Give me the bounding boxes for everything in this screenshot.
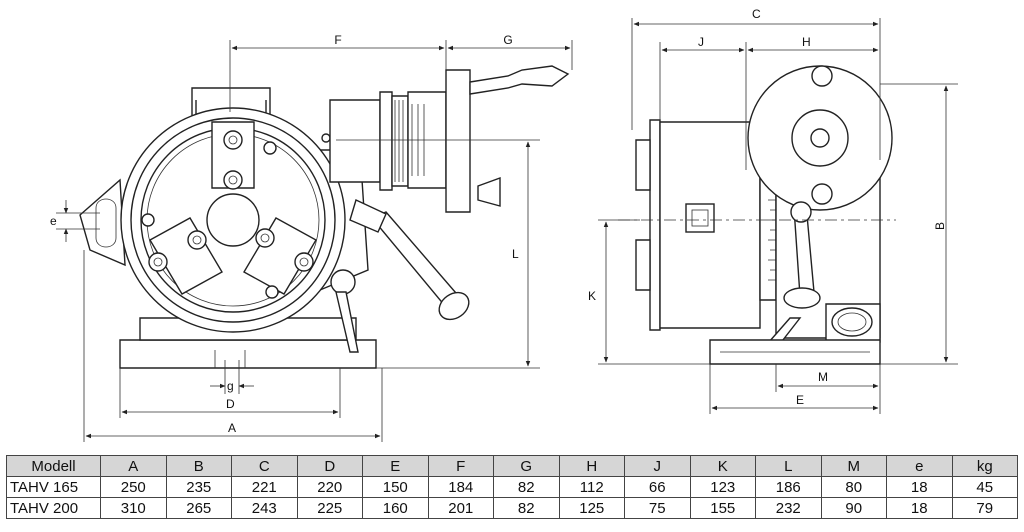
- dim-label-B: B: [933, 222, 947, 230]
- table-cell: 79: [951, 497, 1018, 519]
- column-header: L: [755, 455, 822, 477]
- column-header: kg: [951, 455, 1018, 477]
- table-cell: 250: [100, 476, 167, 498]
- front-view-dimensions: F G L e g D A: [50, 33, 573, 442]
- dim-label-K: K: [588, 289, 596, 303]
- table-cell: 82: [493, 476, 560, 498]
- table-header-row: Modell A B C D E F G H J K L M e kg: [6, 455, 1018, 477]
- table-cell: 186: [755, 476, 822, 498]
- column-header: K: [689, 455, 756, 477]
- technical-drawing: F G L e g D A: [50, 7, 958, 442]
- dim-label-L: L: [512, 247, 519, 261]
- column-header: D: [296, 455, 363, 477]
- table-cell: 75: [624, 497, 691, 519]
- table-cell: 265: [165, 497, 232, 519]
- side-view-dimensions: C J H B K M E: [588, 7, 958, 414]
- table-cell: TAHV 165: [6, 476, 101, 498]
- table-row: TAHV 200 310 265 243 225 160 201 82 125 …: [6, 497, 1018, 519]
- table-cell: 90: [820, 497, 887, 519]
- column-header: E: [362, 455, 429, 477]
- table-cell: 45: [951, 476, 1018, 498]
- table-cell: 235: [165, 476, 232, 498]
- column-header: G: [493, 455, 560, 477]
- front-view: [79, 65, 570, 380]
- table-cell: 123: [689, 476, 756, 498]
- column-header: A: [100, 455, 167, 477]
- table-cell: 220: [296, 476, 363, 498]
- dim-label-D: D: [226, 397, 235, 411]
- dim-label-G: G: [503, 33, 512, 47]
- table-cell: 150: [362, 476, 429, 498]
- column-header: M: [820, 455, 887, 477]
- dim-label-J: J: [698, 35, 704, 49]
- table-cell: 112: [558, 476, 625, 498]
- column-header: J: [624, 455, 691, 477]
- side-view: [618, 65, 896, 365]
- table-cell: TAHV 200: [6, 497, 101, 519]
- dim-label-H: H: [802, 35, 811, 49]
- table-cell: 221: [231, 476, 298, 498]
- table-cell: 66: [624, 476, 691, 498]
- table-cell: 184: [427, 476, 494, 498]
- dim-label-C: C: [752, 7, 761, 21]
- dim-label-E: E: [796, 393, 804, 407]
- column-header: e: [886, 455, 953, 477]
- dim-label-M: M: [818, 370, 828, 384]
- table-row: TAHV 165 250 235 221 220 150 184 82 112 …: [6, 476, 1018, 498]
- table-cell: 243: [231, 497, 298, 519]
- column-header: H: [558, 455, 625, 477]
- table-cell: 160: [362, 497, 429, 519]
- column-header: C: [231, 455, 298, 477]
- dim-label-A: A: [228, 421, 236, 435]
- dim-label-e: e: [50, 214, 57, 228]
- table-cell: 18: [886, 476, 953, 498]
- table-cell: 310: [100, 497, 167, 519]
- table-cell: 80: [820, 476, 887, 498]
- table-cell: 155: [689, 497, 756, 519]
- table-cell: 232: [755, 497, 822, 519]
- column-header: B: [165, 455, 232, 477]
- dim-label-F: F: [334, 33, 341, 47]
- column-header: F: [427, 455, 494, 477]
- table-cell: 82: [493, 497, 560, 519]
- table-cell: 125: [558, 497, 625, 519]
- specification-table: Modell A B C D E F G H J K L M e kg TAHV…: [6, 455, 1018, 519]
- table-cell: 225: [296, 497, 363, 519]
- column-header: Modell: [6, 455, 101, 477]
- table-cell: 201: [427, 497, 494, 519]
- dim-label-g: g: [227, 379, 234, 393]
- table-cell: 18: [886, 497, 953, 519]
